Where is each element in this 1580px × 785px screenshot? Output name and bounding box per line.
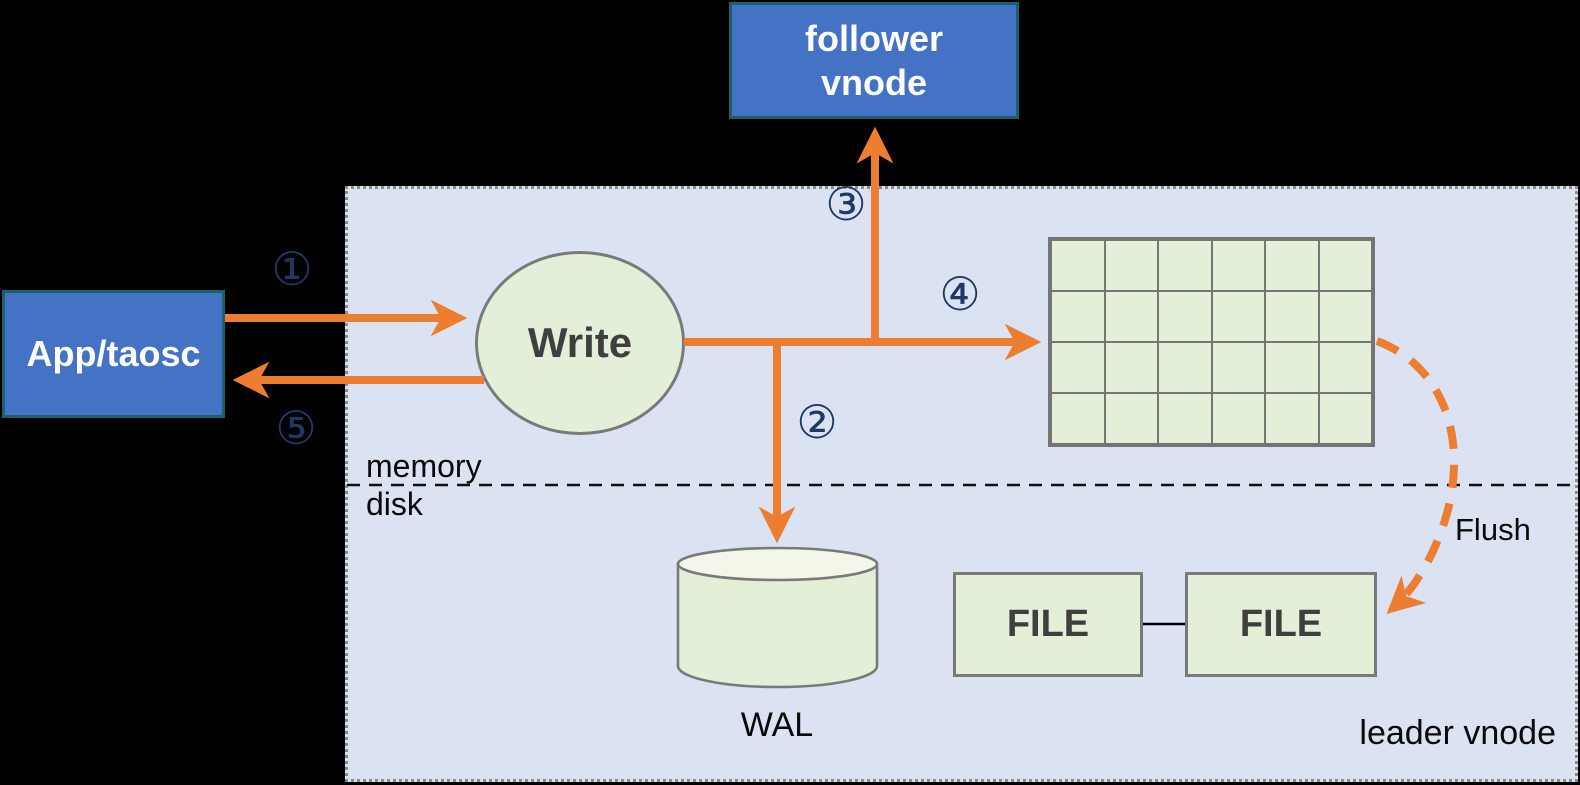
memtable-cell <box>1318 240 1372 291</box>
file-left-label: FILE <box>1006 603 1090 645</box>
memtable-cell <box>1211 342 1265 393</box>
node-file-left: FILE <box>953 572 1143 677</box>
memtable-cell <box>1104 342 1158 393</box>
memtable-cell <box>1104 291 1158 342</box>
memtable-cell <box>1051 393 1105 444</box>
memtable-cell <box>1318 342 1372 393</box>
memtable-cell <box>1051 240 1105 291</box>
memtable-cell <box>1051 342 1105 393</box>
memtable-cell <box>1211 240 1265 291</box>
node-app-taosc: App/taosc <box>2 290 225 418</box>
wal-label: WAL <box>740 706 814 744</box>
memtable-cell <box>1158 291 1212 342</box>
disk-label: disk <box>366 486 423 522</box>
node-write: Write <box>475 251 685 435</box>
step-2-badge: ② <box>796 395 838 449</box>
memtable-cell <box>1265 393 1319 444</box>
memtable-cell <box>1265 240 1319 291</box>
memtable-cell <box>1211 393 1265 444</box>
memtable-cell <box>1104 393 1158 444</box>
memtable-cell <box>1318 291 1372 342</box>
memtable-cell <box>1211 291 1265 342</box>
step-3-badge: ③ <box>825 177 867 231</box>
step-5-badge: ⑤ <box>275 401 317 455</box>
node-follower-vnode: follower vnode <box>729 2 1019 119</box>
memtable-cell <box>1158 342 1212 393</box>
memtable-cell <box>1265 291 1319 342</box>
memtable-grid <box>1048 237 1375 447</box>
memtable-cell <box>1158 240 1212 291</box>
node-file-right: FILE <box>1185 572 1377 677</box>
write-label: Write <box>527 319 633 366</box>
memtable-cell <box>1051 291 1105 342</box>
app-taosc-label: App/taosc <box>26 333 201 374</box>
step-1-badge: ① <box>271 242 313 296</box>
flush-label: Flush <box>1455 512 1531 547</box>
file-right-label: FILE <box>1239 603 1323 645</box>
memtable-cell <box>1318 393 1372 444</box>
follower-vnode-label: follower vnode <box>804 17 943 103</box>
memtable-cell <box>1104 240 1158 291</box>
memtable-cell <box>1265 342 1319 393</box>
memory-label: memory <box>366 448 482 484</box>
memtable-cell <box>1158 393 1212 444</box>
step-4-badge: ④ <box>939 267 981 321</box>
leader-vnode-label: leader vnode <box>1359 714 1556 752</box>
